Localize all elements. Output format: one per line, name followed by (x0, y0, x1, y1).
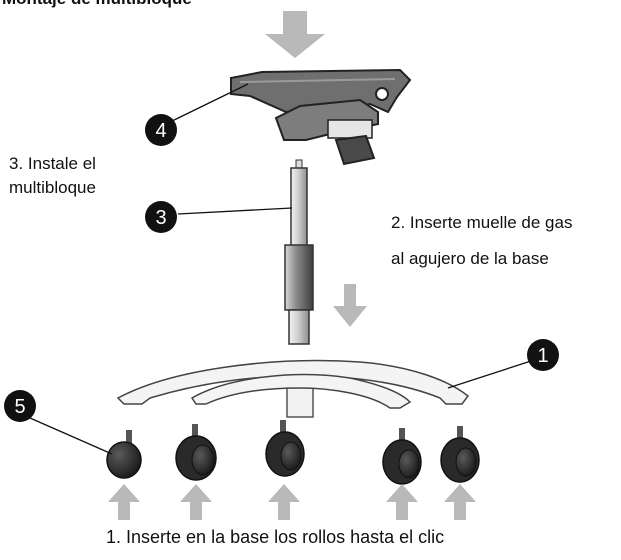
leader-line-4 (169, 83, 249, 123)
step-2-line-2: al agujero de la base (391, 249, 549, 268)
caster-wheel-2 (175, 424, 217, 481)
caster-wheel-3 (265, 420, 305, 477)
callout-3: 3 (145, 201, 177, 233)
up-arrow-5 (444, 484, 476, 520)
callout-4: 4 (145, 114, 177, 146)
chair-base (116, 359, 470, 418)
up-arrow-2 (180, 484, 212, 520)
caster-wheel-4 (382, 428, 422, 485)
svg-text:4: 4 (155, 120, 166, 142)
svg-text:3: 3 (155, 207, 166, 229)
multiblock (230, 68, 412, 166)
callout-5: 5 (4, 390, 36, 422)
down-arrow-multiblock (265, 11, 325, 58)
svg-text:5: 5 (14, 396, 25, 418)
leader-line-1 (447, 359, 535, 389)
up-arrow-1 (108, 484, 140, 520)
diagram-title: Montaje de multibloque (2, 0, 192, 9)
step-2-text: 2. Inserte muelle de gas al agujero de l… (391, 205, 572, 277)
down-arrow-base (333, 284, 367, 327)
caster-wheel-5 (440, 426, 480, 483)
step-3-line-2: multibloque (9, 178, 96, 197)
caster-wheel-1 (106, 430, 142, 479)
leader-line-3 (177, 207, 293, 215)
step-1-text: 1. Inserte en la base los rollos hasta e… (106, 527, 445, 547)
gas-spring (284, 159, 314, 345)
step-3-line-1: 3. Instale el (9, 154, 96, 173)
callout-1: 1 (527, 339, 559, 371)
up-arrow-3 (268, 484, 300, 520)
up-arrow-4 (386, 484, 418, 520)
step-3-text: 3. Instale el multibloque (9, 152, 96, 200)
svg-text:1: 1 (537, 345, 548, 367)
step-2-line-1: 2. Inserte muelle de gas (391, 213, 573, 232)
leader-line-5 (29, 417, 113, 455)
